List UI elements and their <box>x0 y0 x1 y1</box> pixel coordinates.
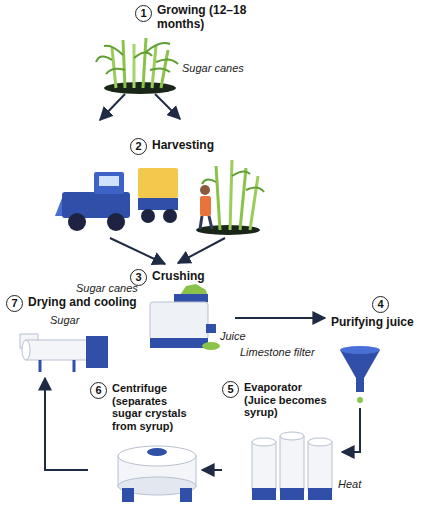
evaporator-tanks <box>252 438 276 446</box>
flow-arrow <box>110 238 165 264</box>
dryer-cooler <box>22 340 30 360</box>
step-title: Purifying juice <box>331 316 414 330</box>
process-step: 6 Centrifuge (separates sugar crystals fr… <box>88 382 202 507</box>
harvester-machine <box>141 209 155 223</box>
flow-arrow <box>202 469 222 471</box>
step-title: Drying and cooling <box>28 296 137 310</box>
harvester-machine <box>163 209 177 223</box>
farm-worker <box>196 160 264 235</box>
process-step: 2 Harvesting <box>50 120 275 238</box>
step-number: 2 <box>130 138 147 155</box>
step-title: Growing (12–18 months) <box>157 4 252 32</box>
crusher-machine <box>150 338 208 348</box>
sugarcane-plant <box>152 46 156 88</box>
farm-worker <box>250 176 258 230</box>
dryer-cooler <box>86 336 108 368</box>
evaporator-tanks <box>280 432 304 440</box>
evaporator-tanks <box>252 442 276 490</box>
crusher-machine <box>206 324 216 333</box>
sugarcane-plant <box>143 38 146 88</box>
harvester-machine <box>138 198 178 210</box>
part-label: Sugar canes <box>182 62 244 74</box>
part-label: Heat <box>338 478 361 490</box>
evaporator-tanks <box>252 432 332 500</box>
dryer-cooler <box>73 360 76 372</box>
farm-worker <box>200 185 210 195</box>
step-title: Centrifuge (separates sugar crystals fro… <box>112 382 200 433</box>
crusher-machine <box>150 284 220 350</box>
crusher-machine <box>174 294 208 302</box>
crusher-machine <box>202 342 220 350</box>
step-number: 5 <box>222 381 239 398</box>
part-label: Sugar canes <box>76 282 138 294</box>
process-step: 5 Evaporator (Juice becomes syrup) <box>222 380 342 507</box>
centrifuge-drum <box>118 446 196 502</box>
sugarcane-plant <box>96 43 178 74</box>
flow-arrow <box>342 408 360 452</box>
step-title: Crushing <box>152 270 205 284</box>
evaporator-tanks <box>252 488 276 500</box>
centrifuge-drum <box>118 446 196 466</box>
crusher-machine <box>150 302 208 340</box>
process-step: 1 Growing (12–18 months) <box>95 4 285 94</box>
harvester-machine <box>55 168 178 231</box>
evaporator-tanks <box>308 488 332 500</box>
step-title: Harvesting <box>152 139 214 153</box>
flow-arrow <box>235 317 325 319</box>
process-step: 7 Drying and cooling <box>6 295 141 378</box>
step-number: 7 <box>6 295 23 312</box>
farm-worker <box>240 168 246 230</box>
farm-worker <box>216 166 220 230</box>
sugarcane-plant <box>123 40 125 88</box>
farm-worker <box>202 171 264 192</box>
evaporator-tanks <box>280 488 304 500</box>
harvester-machine <box>138 168 178 198</box>
evaporator-tanks <box>308 438 332 446</box>
centrifuge-drum <box>122 488 134 502</box>
step-number: 1 <box>135 5 152 22</box>
limestone-filter <box>340 346 380 354</box>
farm-worker <box>200 216 202 229</box>
process-step: 4Purifying juice <box>325 296 438 408</box>
dryer-cooler <box>26 340 88 360</box>
split-arrow <box>155 94 180 119</box>
part-label: Sugar <box>50 314 79 326</box>
dryer-cooler <box>20 334 108 372</box>
limestone-filter <box>340 350 380 392</box>
harvester-machine <box>68 213 86 231</box>
centrifuge-drum <box>147 448 167 456</box>
split-arrow <box>178 238 225 263</box>
flow-arrow <box>100 94 125 120</box>
evaporator-tanks <box>280 436 304 490</box>
step-number: 4 <box>372 296 389 313</box>
dryer-cooler <box>39 360 42 372</box>
sugarcane-plant <box>133 44 136 88</box>
centrifuge-drum <box>180 488 192 502</box>
step-number: 6 <box>90 382 107 399</box>
evaporator-tanks <box>308 442 332 490</box>
farm-worker <box>209 216 212 229</box>
harvester-machine <box>94 172 124 194</box>
sugarcane-plant <box>96 38 178 94</box>
farm-worker <box>200 196 211 216</box>
part-label: Limestone filter <box>240 346 315 358</box>
step-title: Evaporator (Juice becomes syrup) <box>244 381 336 419</box>
part-label: Juice <box>220 330 246 342</box>
flow-arrow <box>45 378 88 470</box>
limestone-filter <box>357 397 363 403</box>
farm-worker <box>230 160 232 230</box>
harvester-machine <box>99 176 119 186</box>
harvester-machine <box>107 213 125 231</box>
limestone-filter <box>340 346 380 403</box>
